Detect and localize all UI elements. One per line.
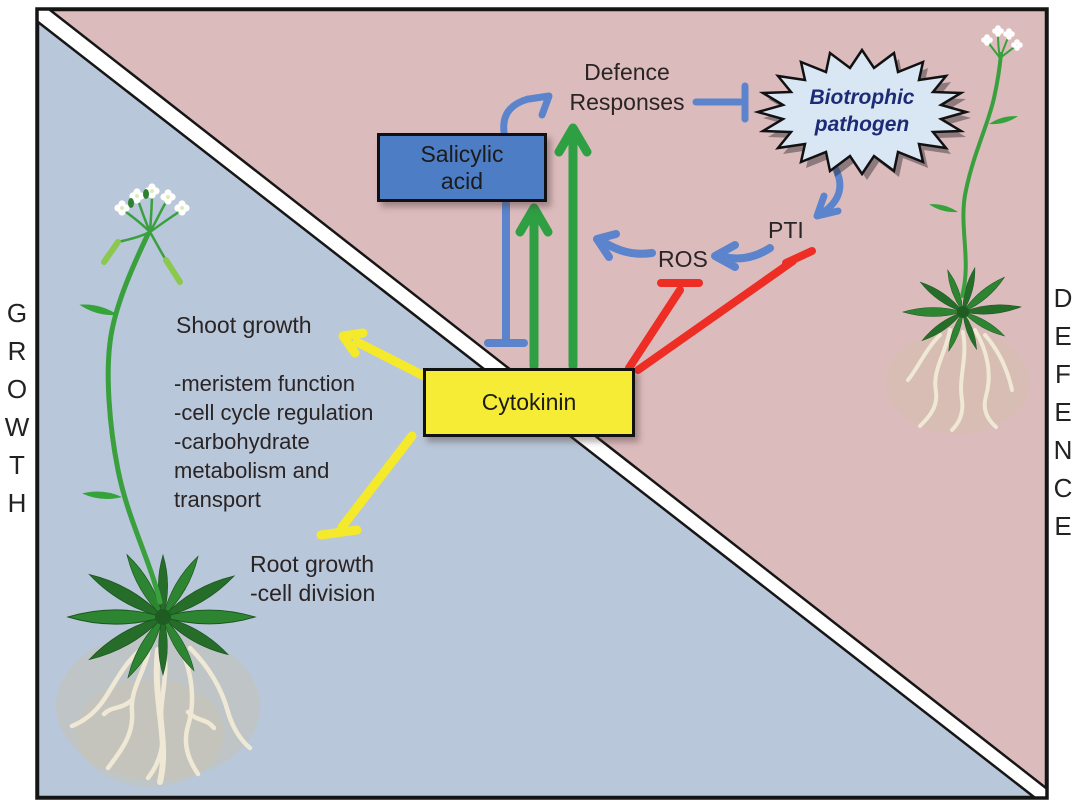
right-plant-leaf — [929, 204, 958, 213]
right-plant-rosette — [901, 266, 1022, 353]
root-growth-detail-item: -cell division — [250, 580, 376, 606]
ros-label: ROS — [658, 246, 708, 272]
left-plant-illustration — [56, 183, 260, 787]
salicylic-acid-label-line1: Salicylic — [420, 140, 504, 167]
salicylic-acid-node: Salicylic acid — [377, 133, 547, 202]
right-plant-flowers — [981, 25, 1023, 51]
left-plant-leaf — [82, 491, 122, 499]
growth-axis-label: GROWTH — [2, 298, 32, 526]
cytokinin-label: Cytokinin — [481, 389, 577, 415]
root-growth-title: Root growth — [250, 551, 375, 577]
edge-cytokinin-ros-inhibition — [625, 279, 703, 372]
defence-axis-label: DEFENCE — [1048, 283, 1078, 549]
edge-ros-defence-activation — [593, 230, 656, 261]
outer-border — [35, 7, 1049, 800]
cytokinin-node: Cytokinin — [423, 368, 635, 437]
edge-defence-pathogen-inhibition — [692, 82, 749, 123]
edge-pathogen-pti-activation — [813, 162, 844, 220]
edge-salicylic-cytokinin-inhibition — [484, 200, 528, 347]
edge-cytokinin-salicylic-activation — [515, 203, 553, 371]
edge-cytokinin-shoot-activation — [338, 328, 433, 383]
edge-cytokinin-root-inhibition — [316, 431, 417, 540]
left-plant-flowers — [114, 183, 190, 216]
shoot-detail-item: transport — [174, 487, 261, 512]
edge-cytokinin-pti-inhibition — [634, 247, 816, 374]
left-plant-stem — [105, 231, 163, 605]
salicylic-acid-label-line2: acid — [440, 167, 484, 194]
right-plant-roots — [906, 328, 1014, 432]
edge-cytokinin-defence-activation — [554, 123, 592, 371]
biotrophic-pathogen-label: Biotrophic pathogen — [809, 86, 915, 136]
root-growth-block: Root growth -cell division — [250, 550, 375, 608]
left-plant-roots — [69, 637, 253, 785]
right-plant-illustration — [886, 25, 1030, 434]
pti-label: PTI — [768, 217, 804, 243]
right-plant-stem — [960, 52, 1003, 298]
left-plant-siliques — [101, 239, 183, 285]
edge-pti-ros-activation — [711, 241, 774, 271]
edge-salicylic-defence-activation — [500, 92, 553, 136]
left-plant-rosette — [66, 553, 257, 679]
shoot-detail-item: -meristem function — [174, 371, 355, 396]
shoot-detail-item: -cell cycle regulation — [174, 400, 374, 425]
shoot-growth-title: Shoot growth — [176, 312, 312, 338]
left-plant-leaf — [79, 304, 118, 316]
shoot-growth-details: -meristem function -cell cycle regulatio… — [174, 369, 373, 514]
shoot-detail-item: -carbohydrate — [174, 429, 310, 454]
shoot-detail-item: metabolism and — [174, 458, 330, 483]
right-plant-leaf — [989, 116, 1018, 125]
biotrophic-pathogen-starburst — [753, 47, 971, 180]
defence-responses-label: Defence Responses — [569, 59, 685, 115]
